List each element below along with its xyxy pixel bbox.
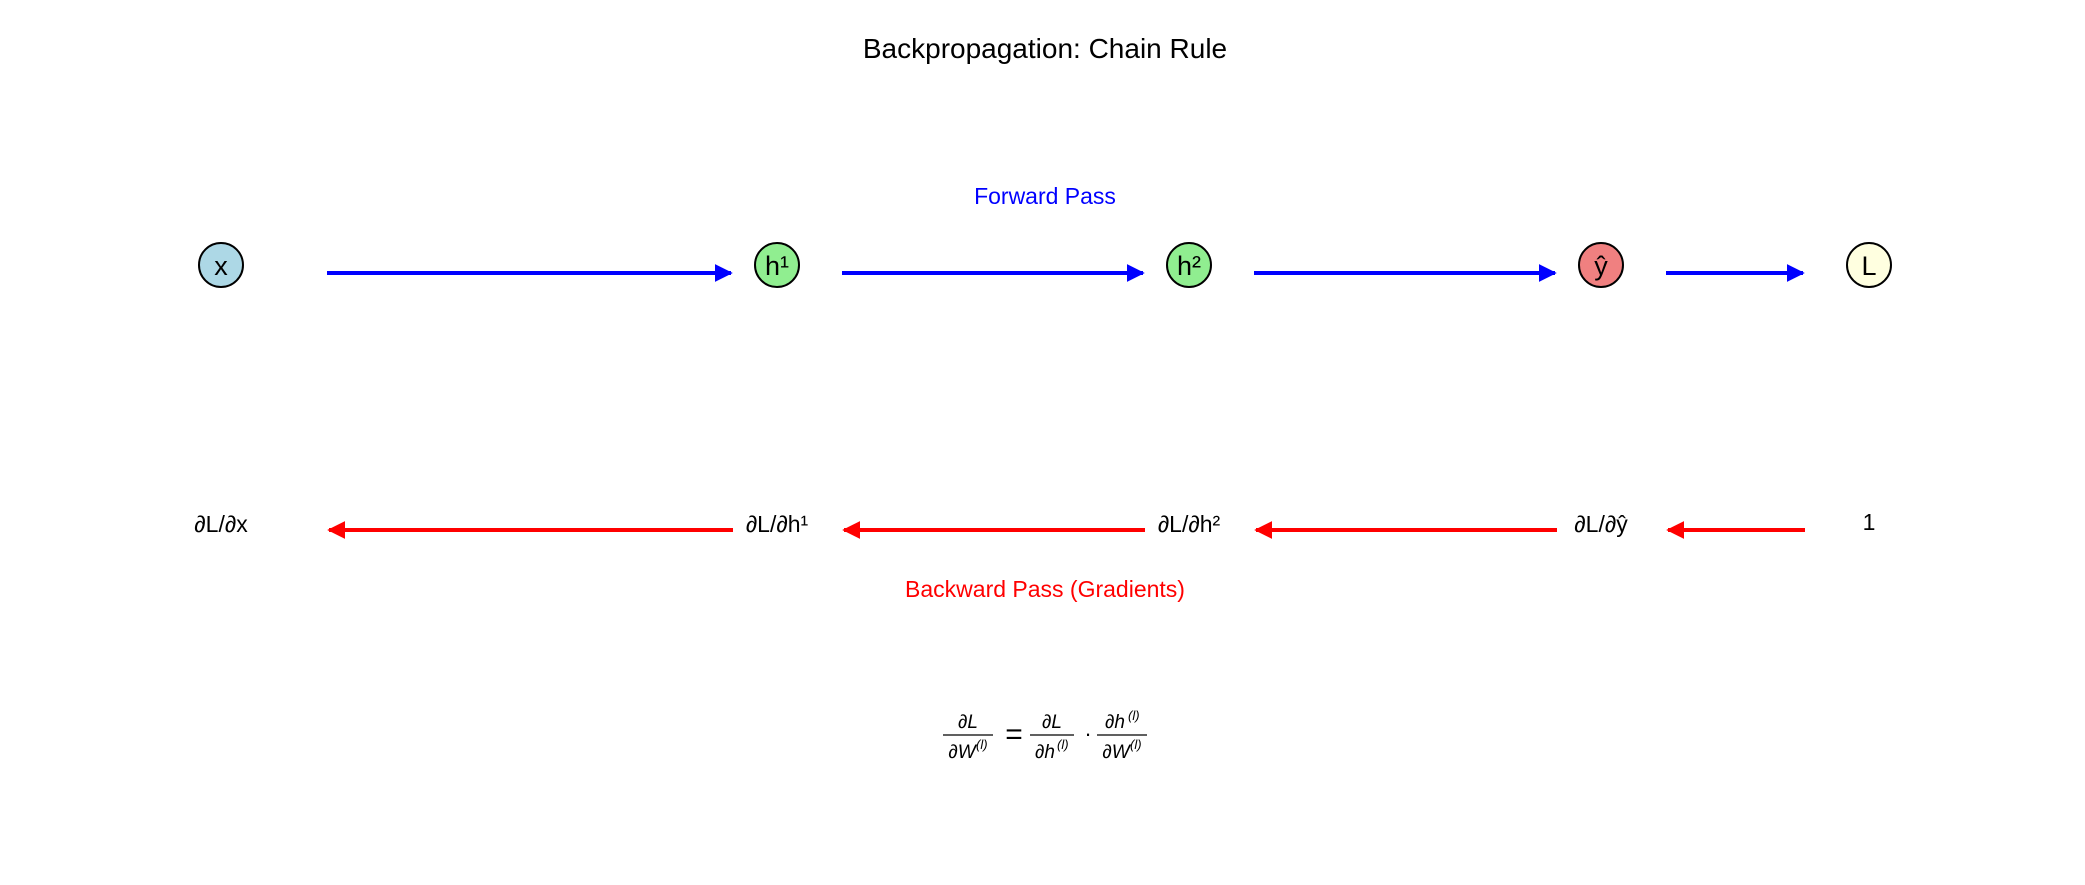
formula-dot-sign: · xyxy=(1084,721,1091,746)
formula-term2-fraction: ∂h (l) ∂W (l) xyxy=(1097,708,1147,763)
node-h2-circle xyxy=(1166,242,1212,288)
formula-equals-sign: = xyxy=(1005,718,1023,751)
formula-term1-denominator: ∂h xyxy=(1035,742,1055,763)
formula-lhs-denominator: ∂W xyxy=(948,742,977,763)
gradient-label-loss: 1 xyxy=(1863,509,1876,535)
formula-term2-denominator: ∂W xyxy=(1102,742,1131,763)
gradient-label-x: ∂L/∂x xyxy=(194,511,248,537)
node-x-circle xyxy=(198,242,244,288)
node-h1: h¹ xyxy=(754,242,800,288)
node-h2: h² xyxy=(1166,242,1212,288)
formula-term1-den-superscript: (l) xyxy=(1057,737,1069,752)
formula-term2-numerator: ∂h xyxy=(1105,712,1125,733)
node-yhat: ŷ xyxy=(1578,242,1624,288)
formula-term1-fraction: ∂L ∂h (l) xyxy=(1030,712,1074,763)
node-yhat-circle xyxy=(1578,242,1624,288)
node-h2-label: h² xyxy=(1177,251,1201,281)
node-yhat-label: ŷ xyxy=(1594,251,1608,281)
diagram-title: Backpropagation: Chain Rule xyxy=(863,33,1227,64)
node-x: x xyxy=(198,242,244,288)
node-h1-label: h¹ xyxy=(765,251,789,281)
formula-lhs-den-superscript: (l) xyxy=(976,737,988,752)
backward-pass-label: Backward Pass (Gradients) xyxy=(905,576,1185,602)
node-h1-circle xyxy=(754,242,800,288)
formula-lhs-fraction: ∂L ∂W (l) xyxy=(943,712,993,763)
gradient-label-h1: ∂L/∂h¹ xyxy=(746,511,809,537)
chain-rule-formula: ∂L ∂W (l) = ∂L ∂h (l) · ∂h (l) ∂W (l) xyxy=(943,708,1147,763)
formula-term2-num-superscript: (l) xyxy=(1128,708,1140,723)
node-x-label: x xyxy=(214,251,228,281)
gradient-label-h2: ∂L/∂h² xyxy=(1158,511,1221,537)
gradient-label-yhat: ∂L/∂ŷ xyxy=(1574,511,1628,537)
node-loss: L xyxy=(1846,242,1892,288)
formula-lhs-numerator: ∂L xyxy=(958,712,978,733)
formula-term1-numerator: ∂L xyxy=(1042,712,1062,733)
node-loss-label: L xyxy=(1861,251,1876,281)
node-loss-circle xyxy=(1846,242,1892,288)
forward-pass-label: Forward Pass xyxy=(974,183,1116,209)
formula-term2-den-superscript: (l) xyxy=(1130,737,1142,752)
